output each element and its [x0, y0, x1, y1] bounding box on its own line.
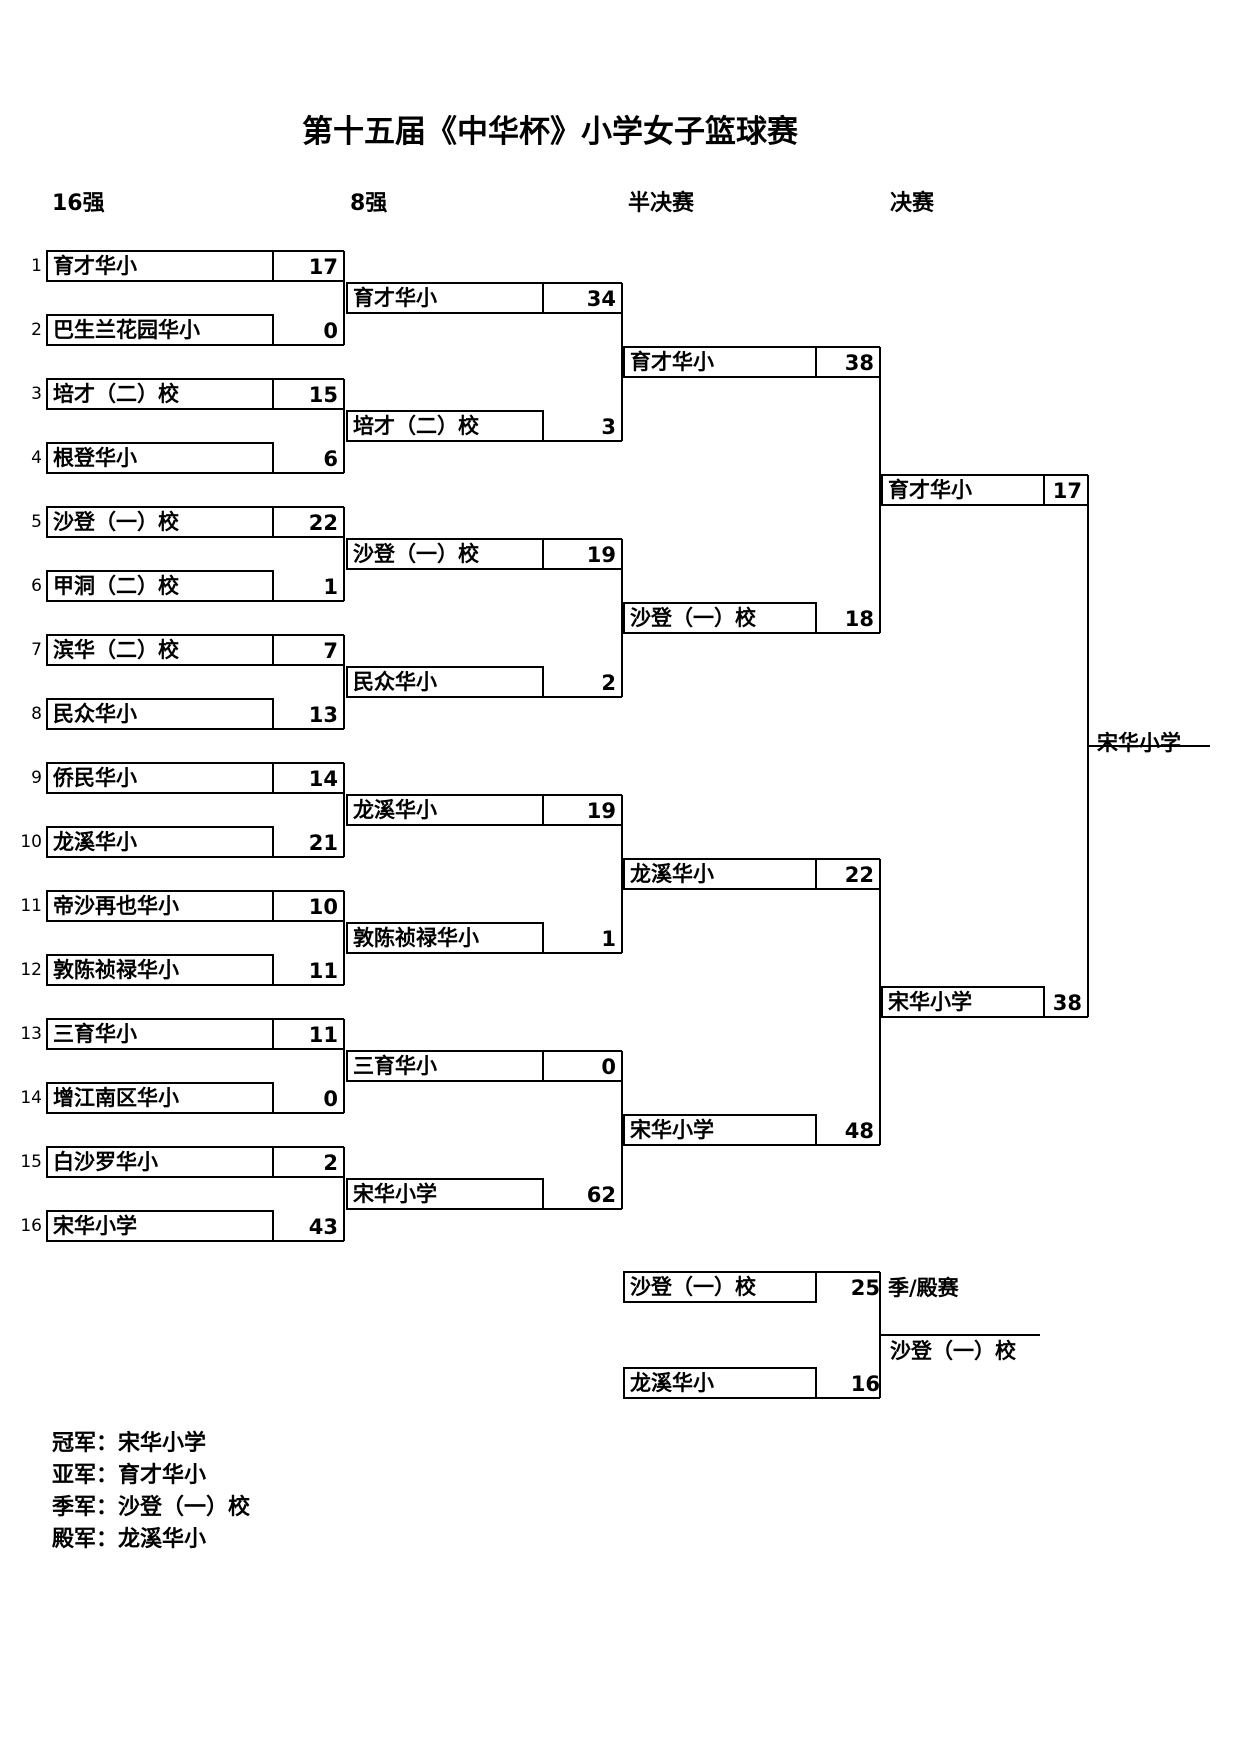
qf-team-name: 民众华小 [346, 666, 544, 698]
sf-team-name: 育才华小 [623, 346, 817, 378]
qf-team-name: 培才（二）校 [346, 410, 544, 442]
r16-team-name: 三育华小 [46, 1018, 274, 1050]
r16-score: 1 [323, 575, 338, 599]
seed-number: 12 [20, 960, 42, 980]
seed-number: 15 [20, 1152, 42, 1172]
final-score: 38 [1052, 991, 1082, 1015]
round-label-final: 决赛 [890, 191, 935, 216]
r16-score: 22 [308, 511, 338, 535]
seed-number: 10 [20, 832, 42, 852]
final-team-name: 育才华小 [881, 474, 1045, 506]
r16-team-name: 侨民华小 [46, 762, 274, 794]
r16-team-name: 根登华小 [46, 442, 274, 474]
final-team-name: 宋华小学 [881, 986, 1045, 1018]
round-label-8: 8强 [350, 191, 388, 216]
third-place-team-2: 龙溪华小 [623, 1367, 817, 1399]
r16-score: 7 [323, 639, 338, 663]
r16-team-name: 龙溪华小 [46, 826, 274, 858]
r16-score: 11 [308, 959, 338, 983]
seed-number: 7 [31, 640, 42, 660]
r16-team-name: 甲洞（二）校 [46, 570, 274, 602]
qf-score: 19 [586, 543, 616, 567]
qf-team-name: 敦陈祯禄华小 [346, 922, 544, 954]
standing-third: 季军：沙登（一）校 [52, 1495, 251, 1520]
r16-score: 14 [308, 767, 338, 791]
qf-score: 3 [601, 415, 616, 439]
seed-number: 3 [31, 384, 42, 404]
round-label-16: 16强 [52, 191, 105, 216]
qf-team-name: 宋华小学 [346, 1178, 544, 1210]
qf-team-name: 龙溪华小 [346, 794, 544, 826]
qf-team-name: 育才华小 [346, 282, 544, 314]
qf-score: 19 [586, 799, 616, 823]
seed-number: 13 [20, 1024, 42, 1044]
sf-score: 38 [844, 351, 874, 375]
r16-team-name: 白沙罗华小 [46, 1146, 274, 1178]
final-score: 17 [1052, 479, 1082, 503]
seed-number: 2 [31, 320, 42, 340]
sf-score: 48 [844, 1119, 874, 1143]
sf-team-name: 宋华小学 [623, 1114, 817, 1146]
r16-team-name: 巴生兰花园华小 [46, 314, 274, 346]
r16-team-name: 培才（二）校 [46, 378, 274, 410]
sf-team-name: 沙登（一）校 [623, 602, 817, 634]
seed-number: 4 [31, 448, 42, 468]
qf-team-name: 三育华小 [346, 1050, 544, 1082]
r16-score: 10 [308, 895, 338, 919]
sf-score: 18 [844, 607, 874, 631]
seed-number: 8 [31, 704, 42, 724]
third-place-score-1: 25 [850, 1276, 880, 1300]
r16-score: 21 [308, 831, 338, 855]
third-place-winner: 沙登（一）校 [890, 1339, 1016, 1363]
sf-team-name: 龙溪华小 [623, 858, 817, 890]
r16-team-name: 增江南区华小 [46, 1082, 274, 1114]
standing-runner-up: 亚军：育才华小 [52, 1463, 207, 1488]
r16-score: 43 [308, 1215, 338, 1239]
seed-number: 9 [31, 768, 42, 788]
seed-number: 6 [31, 576, 42, 596]
r16-score: 17 [308, 255, 338, 279]
qf-score: 62 [586, 1183, 616, 1207]
qf-team-name: 沙登（一）校 [346, 538, 544, 570]
r16-team-name: 宋华小学 [46, 1210, 274, 1242]
r16-score: 15 [308, 383, 338, 407]
r16-team-name: 民众华小 [46, 698, 274, 730]
standing-fourth: 殿军：龙溪华小 [52, 1527, 207, 1552]
third-place-team-1: 沙登（一）校 [623, 1271, 817, 1303]
seed-number: 5 [31, 512, 42, 532]
qf-score: 0 [601, 1055, 616, 1079]
seed-number: 11 [20, 896, 42, 916]
third-place-score-2: 16 [850, 1372, 880, 1396]
r16-score: 11 [308, 1023, 338, 1047]
final-standings: 冠军：宋华小学 亚军：育才华小 季军：沙登（一）校 殿军：龙溪华小 [52, 1428, 250, 1556]
seed-number: 16 [20, 1216, 42, 1236]
standing-champion: 冠军：宋华小学 [52, 1431, 207, 1456]
r16-team-name: 育才华小 [46, 250, 274, 282]
page-title: 第十五届《中华杯》小学女子篮球赛 [302, 114, 798, 150]
seed-number: 1 [31, 256, 42, 276]
qf-score: 34 [586, 287, 616, 311]
r16-score: 6 [323, 447, 338, 471]
r16-team-name: 敦陈祯禄华小 [46, 954, 274, 986]
seed-number: 14 [20, 1088, 42, 1108]
qf-score: 1 [601, 927, 616, 951]
sf-score: 22 [844, 863, 874, 887]
r16-score: 13 [308, 703, 338, 727]
round-label-semifinal: 半决赛 [628, 191, 695, 216]
third-place-label: 季/殿赛 [888, 1276, 959, 1300]
r16-team-name: 沙登（一）校 [46, 506, 274, 538]
champion-name: 宋华小学 [1097, 731, 1181, 755]
r16-score: 2 [323, 1151, 338, 1175]
r16-score: 0 [323, 319, 338, 343]
r16-team-name: 帝沙再也华小 [46, 890, 274, 922]
r16-score: 0 [323, 1087, 338, 1111]
r16-team-name: 滨华（二）校 [46, 634, 274, 666]
qf-score: 2 [601, 671, 616, 695]
